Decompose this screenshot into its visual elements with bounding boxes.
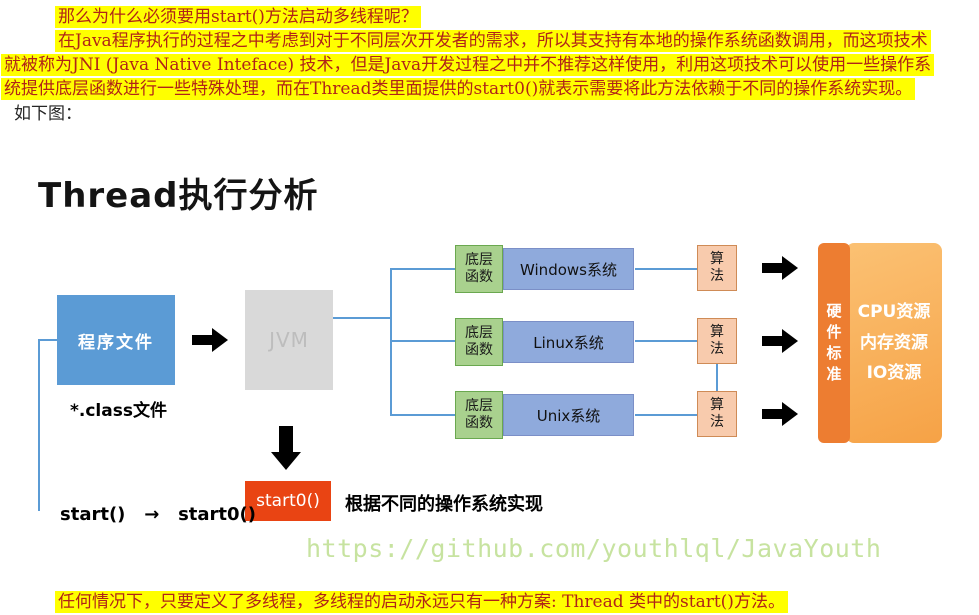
jvm-box: JVM: [245, 290, 333, 390]
os-box-windows: Windows系统: [503, 248, 634, 290]
native-layer-box: 底层 函数: [455, 318, 503, 366]
algorithm-box: 算 法: [697, 245, 737, 291]
hardware-standard-strip: 硬 件 标 准: [818, 243, 850, 443]
connector-line: [38, 339, 40, 511]
connector-line: [716, 364, 718, 391]
algorithm-box: 算 法: [697, 391, 737, 437]
highlighted-text: 在Java程序执行的过程之中考虑到对于不同层次开发者的需求，所以其支持有本地的操…: [55, 30, 931, 52]
connector-line: [390, 268, 392, 416]
paragraph-line-3: 就被称为JNI (Java Native Inteface) 技术，但是Java…: [1, 54, 935, 77]
diagram-title: Thread执行分析: [38, 176, 319, 216]
connector-line: [38, 339, 57, 341]
connector-line: [390, 414, 455, 416]
footer-line: 任何情况下，只要定义了多线程，多线程的启动永远只有一种方案: Thread 类中…: [55, 587, 788, 613]
paragraph-line-5: 如下图：: [14, 104, 82, 124]
connector-line: [635, 340, 697, 342]
highlighted-text: 统提供底层函数进行一些特殊处理，而在Thread类里面提供的start0()就表…: [1, 78, 916, 100]
connector-line: [390, 340, 455, 342]
native-layer-box: 底层 函数: [455, 245, 503, 293]
native-layer-box: 底层 函数: [455, 391, 503, 439]
connector-line: [390, 268, 455, 270]
start0-box: start0(): [245, 481, 331, 521]
arrow-right-icon: [762, 402, 798, 426]
paragraph-line-1: 那么为什么必须要用start()方法启动多线程呢？: [55, 6, 421, 29]
os-box-linux: Linux系统: [503, 321, 634, 363]
paragraph-line-4: 统提供底层函数进行一些特殊处理，而在Thread类里面提供的start0()就表…: [1, 78, 916, 101]
highlighted-text: 任何情况下，只要定义了多线程，多线程的启动永远只有一种方案: Thread 类中…: [55, 591, 788, 613]
connector-line: [333, 317, 390, 319]
connector-line: [635, 414, 697, 416]
resource-box: CPU资源 内存资源 IO资源: [846, 243, 942, 443]
connector-line: [635, 268, 697, 270]
algorithm-box: 算 法: [697, 318, 737, 364]
paragraph-line-2: 在Java程序执行的过程之中考虑到对于不同层次开发者的需求，所以其支持有本地的操…: [55, 30, 931, 53]
start0-note: 根据不同的操作系统实现: [345, 494, 543, 515]
highlighted-text: 就被称为JNI (Java Native Inteface) 技术，但是Java…: [1, 54, 935, 76]
highlighted-text: 那么为什么必须要用start()方法启动多线程呢？: [55, 6, 421, 28]
class-file-caption: *.class文件: [70, 401, 167, 421]
watermark-url: https://github.com/youthlql/JavaYouth: [306, 534, 882, 563]
start-mapping-text: start() → start0(): [60, 504, 257, 525]
arrow-right-icon: [762, 329, 798, 353]
program-file-box: 程序文件: [57, 295, 175, 385]
arrow-down-icon: [271, 426, 301, 470]
os-box-unix: Unix系统: [503, 394, 634, 436]
arrow-right-icon: [192, 328, 228, 352]
arrow-right-icon: [762, 256, 798, 280]
